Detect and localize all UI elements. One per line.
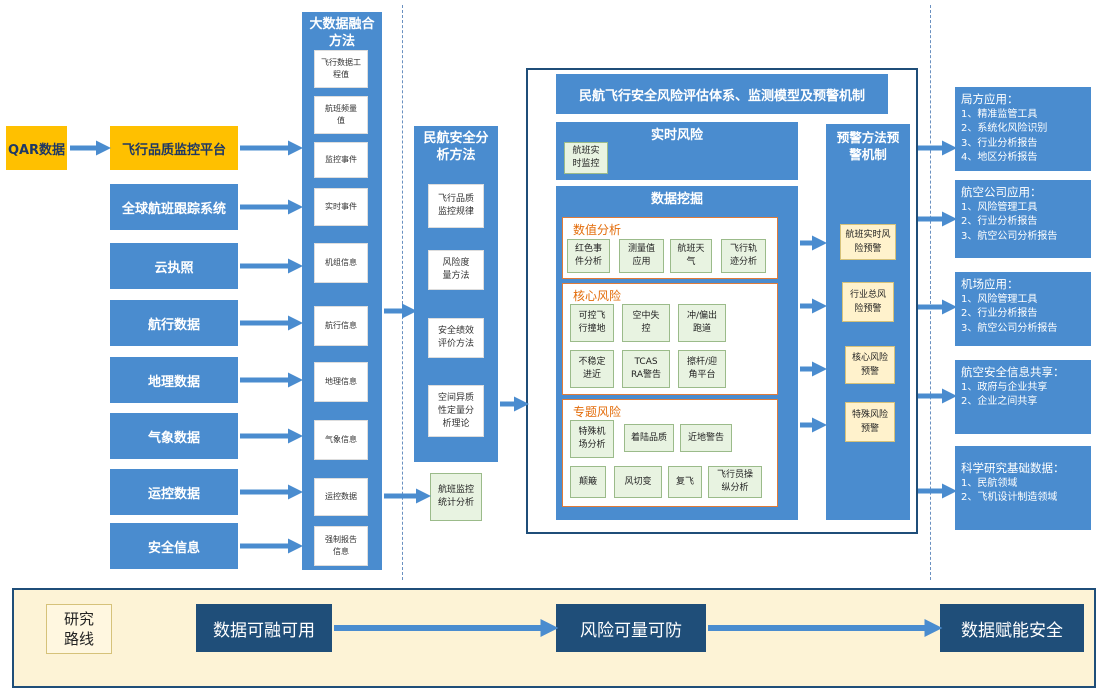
warning-title: 预警方法预警机制: [836, 130, 900, 162]
app-title: 机场应用：: [961, 277, 1019, 291]
separator-2: [930, 5, 931, 580]
app-item: 2、企业之间共享: [961, 396, 1038, 407]
app-box-info-sharing: 航空安全信息共享： 1、政府与企业共享 2、企业之间共享: [955, 360, 1091, 434]
bigdata-item: 飞行数据工程值: [314, 50, 368, 88]
core-risk-item: 不稳定进近: [570, 350, 614, 388]
bigdata-item: 监控事件: [314, 142, 368, 178]
source-geo-data: 地理数据: [110, 357, 238, 403]
app-item: 2、行业分析报告: [961, 216, 1038, 227]
bigdata-item: 气象信息: [314, 420, 368, 460]
bigdata-item: 运控数据: [314, 478, 368, 516]
source-ops-data: 运控数据: [110, 469, 238, 515]
app-box-research: 科学研究基础数据： 1、民航领域 2、飞机设计制造领域: [955, 446, 1091, 530]
app-item: 1、精准监管工具: [961, 108, 1038, 120]
safety-method-item: 风险度量方法: [428, 250, 484, 290]
bigdata-item: 机组信息: [314, 243, 368, 283]
bigdata-title: 大数据融合方法: [309, 17, 375, 49]
safety-methods-column: 民航安全分析方法: [414, 126, 498, 462]
core-risk-item: TCAS RA警告: [622, 350, 670, 388]
warning-item: 行业总风险预警: [842, 282, 894, 322]
numeric-analysis-title: 数值分析: [573, 223, 622, 237]
special-risk-item: 颠簸: [570, 466, 606, 498]
app-item: 4、地区分析报告: [961, 152, 1038, 163]
warning-item: 核心风险预警: [845, 346, 895, 384]
source-navigation-data: 航行数据: [110, 300, 238, 346]
numeric-item: 测量值应用: [619, 239, 664, 273]
main-system-title: 民航飞行安全风险评估体系、监测模型及预警机制: [556, 74, 888, 114]
app-item: 1、政府与企业共享: [961, 381, 1048, 393]
flight-monitor-stats: 航班监控统计分析: [430, 473, 482, 521]
app-title: 局方应用：: [961, 92, 1019, 106]
numeric-item: 飞行轨迹分析: [721, 239, 766, 273]
research-route-label: 研究路线: [46, 604, 112, 654]
research-step: 数据赋能安全: [940, 604, 1084, 652]
bigdata-item: 航班频量值: [314, 96, 368, 134]
warning-column: 预警方法预警机制: [826, 124, 910, 520]
app-item: 3、航空公司分析报告: [961, 230, 1058, 242]
realtime-flight-monitor: 航班实时监控: [564, 142, 608, 174]
core-risk-item: 可控飞行撞地: [570, 304, 614, 342]
safety-methods-title: 民航安全分析方法: [423, 131, 489, 163]
app-title: 航空公司应用：: [961, 185, 1042, 199]
special-risk-item: 复飞: [668, 466, 702, 498]
bigdata-item: 航行信息: [314, 306, 368, 346]
special-risk-item: 特殊机场分析: [570, 420, 614, 458]
separator-1: [402, 5, 403, 580]
research-step: 风险可量可防: [556, 604, 706, 652]
warning-item: 特殊风险预警: [845, 402, 895, 442]
numeric-item: 红色事件分析: [567, 239, 610, 273]
bigdata-item: 强制报告信息: [314, 526, 368, 566]
source-global-flight-tracking: 全球航班跟踪系统: [110, 184, 238, 230]
app-item: 1、民航领域: [961, 477, 1018, 489]
warning-item: 航班实时风险预警: [840, 224, 896, 260]
app-item: 2、飞机设计制造领域: [961, 492, 1058, 503]
safety-method-item: 空间异质性定量分析理论: [428, 385, 484, 437]
special-risk-item: 近地警告: [680, 424, 732, 452]
app-item: 1、风险管理工具: [961, 201, 1038, 213]
app-title: 航空安全信息共享：: [961, 365, 1065, 379]
special-risk-title: 专题风险: [573, 405, 622, 419]
core-risk-title: 核心风险: [573, 289, 622, 303]
core-risk-item: 擦杆/迎角平台: [678, 350, 726, 388]
safety-method-item: 安全绩效评价方法: [428, 318, 484, 358]
app-box-airline: 航空公司应用： 1、风险管理工具 2、行业分析报告 3、航空公司分析报告: [955, 180, 1091, 258]
source-cloud-license: 云执照: [110, 243, 238, 289]
bigdata-item: 实时事件: [314, 188, 368, 226]
core-risk-item: 冲/偏出跑道: [678, 304, 726, 342]
core-risk-item: 空中失控: [622, 304, 670, 342]
app-item: 3、行业分析报告: [961, 137, 1038, 149]
source-flight-quality-platform: 飞行品质监控平台: [110, 126, 238, 170]
app-item: 3、航空公司分析报告: [961, 322, 1058, 334]
safety-method-item: 飞行品质监控规律: [428, 184, 484, 228]
app-box-authority: 局方应用： 1、精准监管工具 2、系统化风险识别 3、行业分析报告 4、地区分析…: [955, 87, 1091, 171]
app-box-airport: 机场应用： 1、风险管理工具 2、行业分析报告 3、航空公司分析报告: [955, 272, 1091, 346]
app-title: 科学研究基础数据：: [961, 461, 1065, 475]
realtime-risk-title: 实时风险: [650, 128, 703, 143]
source-weather-data: 气象数据: [110, 413, 238, 459]
research-step: 数据可融可用: [196, 604, 332, 652]
bigdata-item: 地理信息: [314, 362, 368, 402]
app-item: 2、行业分析报告: [961, 308, 1038, 319]
research-route-panel: [12, 588, 1096, 688]
data-mining-title: 数据挖掘: [650, 192, 703, 207]
app-item: 2、系统化风险识别: [961, 123, 1048, 134]
app-item: 1、风险管理工具: [961, 293, 1038, 305]
source-qar: QAR数据: [6, 126, 67, 170]
special-risk-item: 风切变: [614, 466, 662, 498]
source-safety-info: 安全信息: [110, 523, 238, 569]
special-risk-item: 着陆品质: [624, 424, 674, 452]
numeric-item: 航班天气: [670, 239, 712, 273]
special-risk-item: 飞行员操纵分析: [708, 466, 762, 498]
